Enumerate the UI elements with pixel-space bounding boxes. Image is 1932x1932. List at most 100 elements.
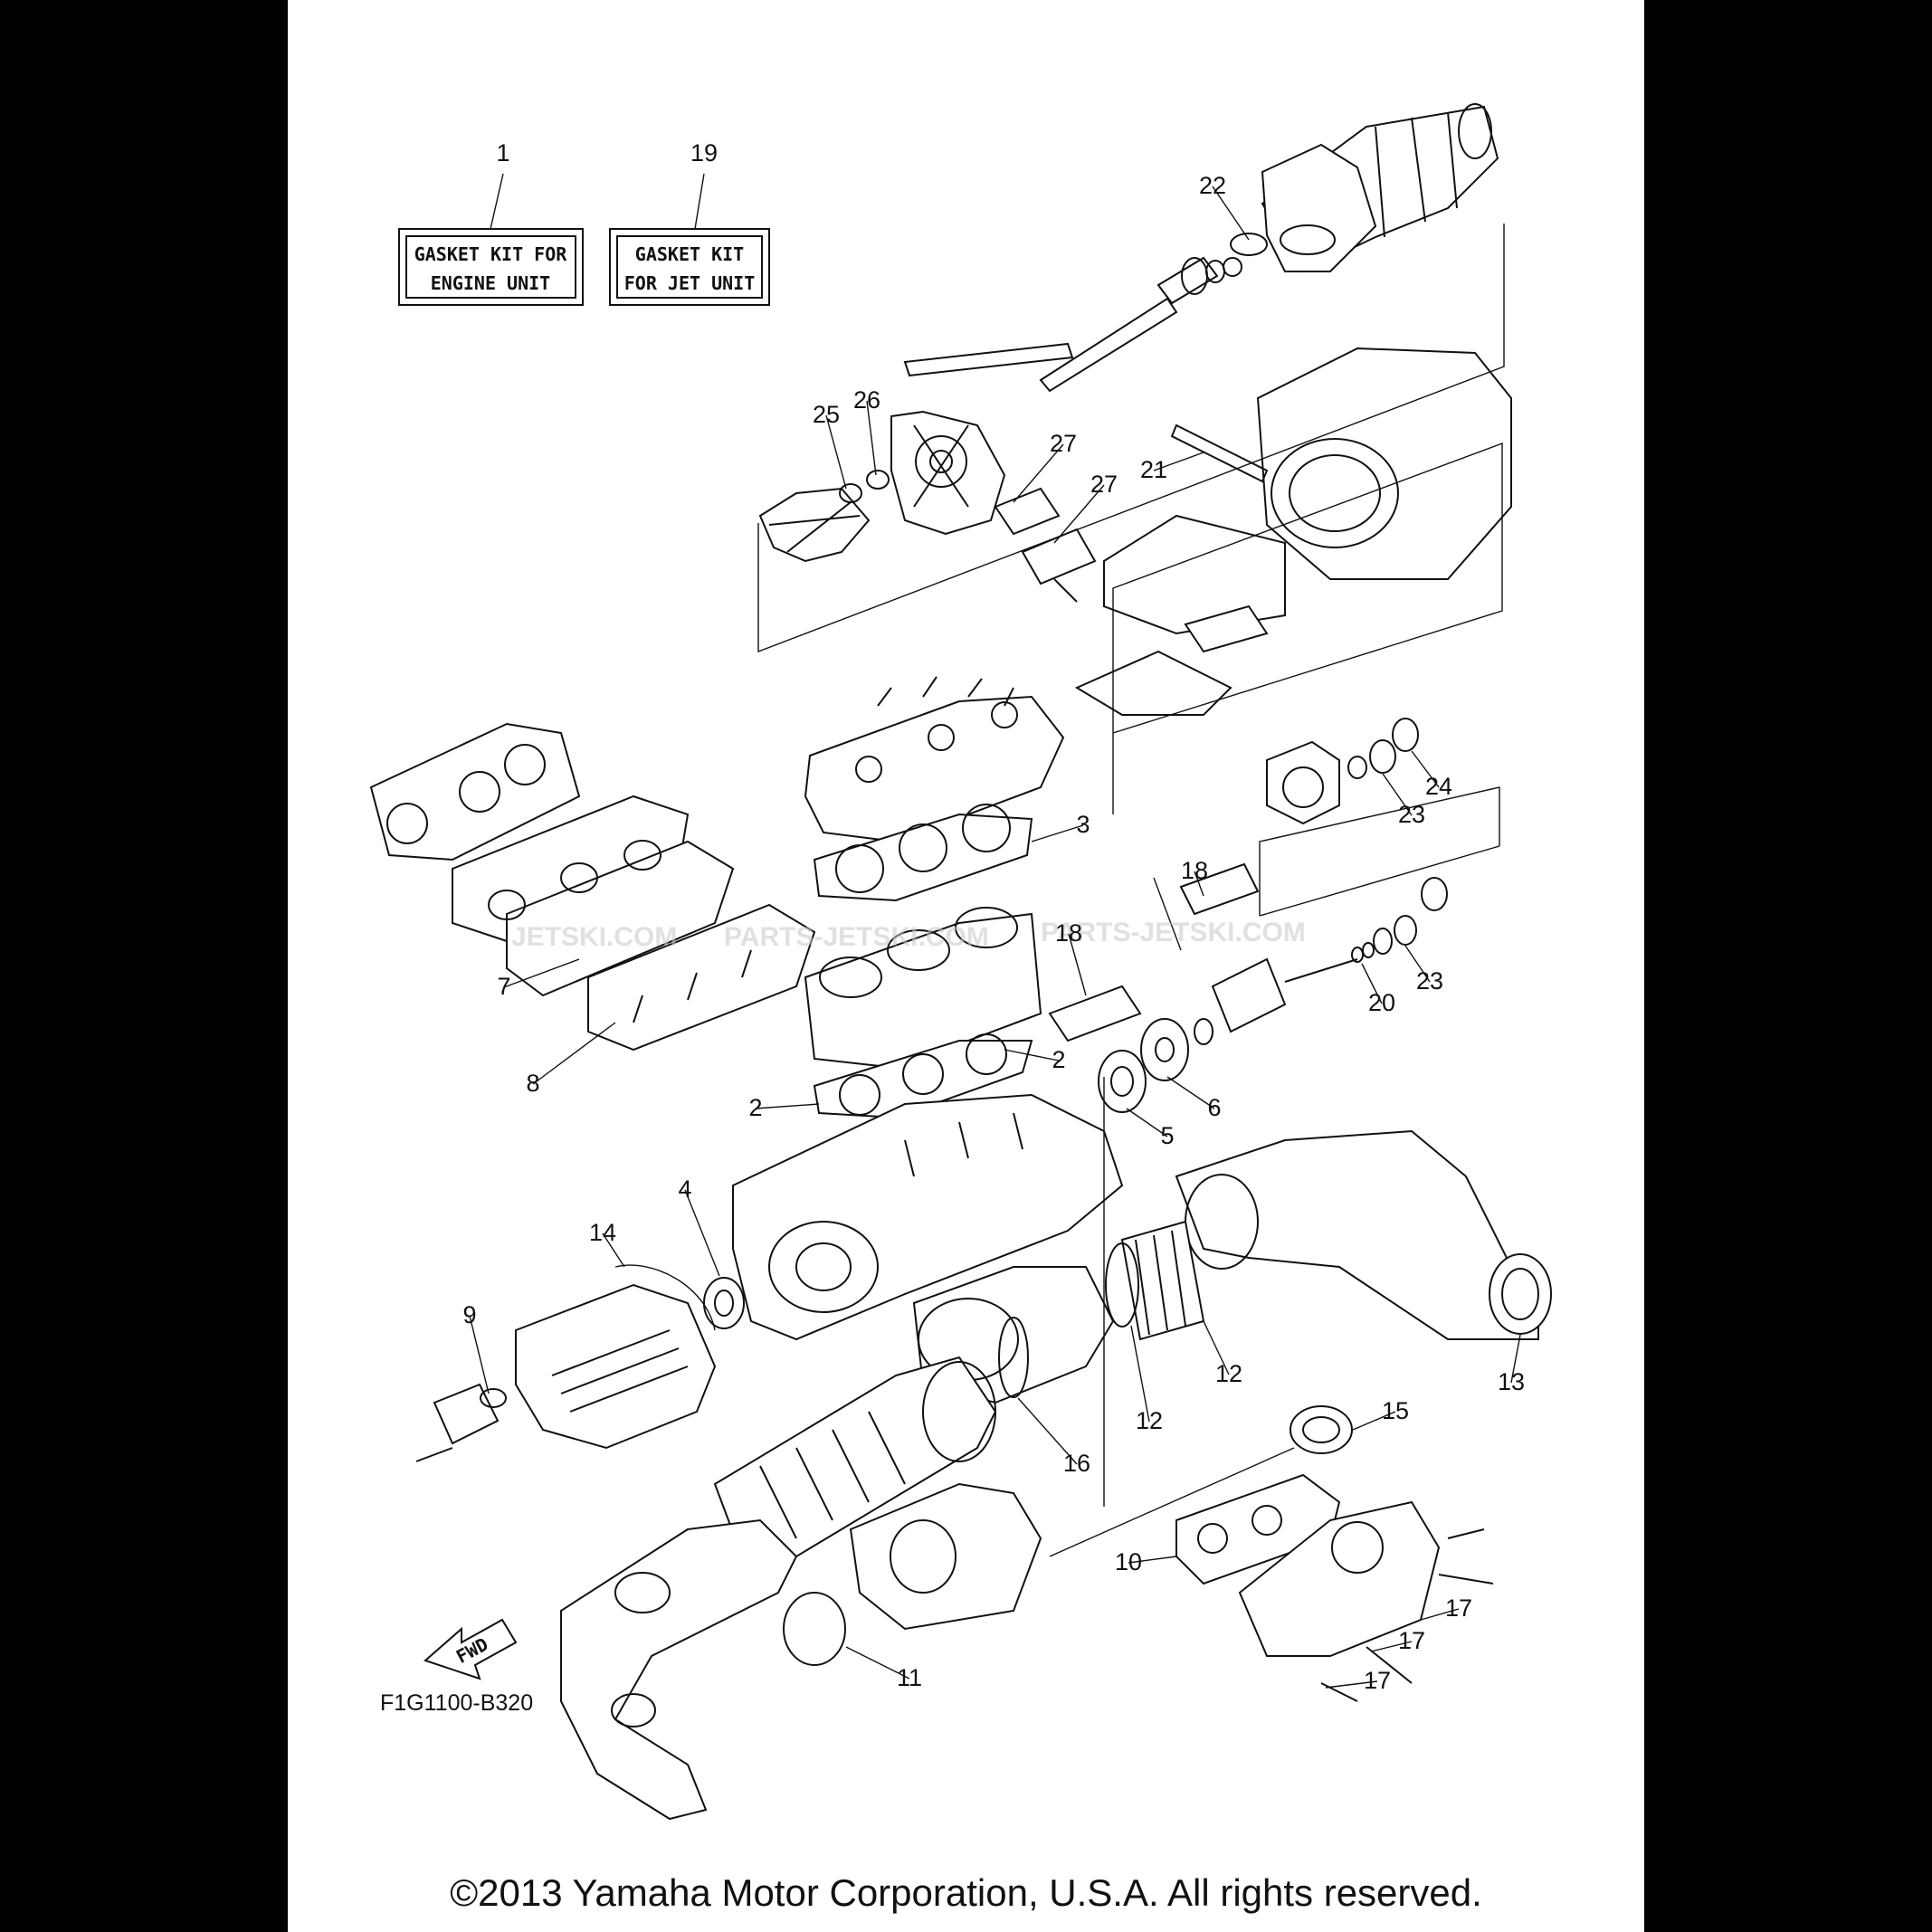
callout-25[interactable]: 25	[813, 401, 840, 428]
callout-26[interactable]: 26	[853, 386, 880, 414]
callout-17[interactable]: 17	[1364, 1667, 1391, 1694]
ring-6	[1140, 1018, 1189, 1081]
leader-line	[1325, 1680, 1378, 1689]
watermark-2: PARTS-JETSKI.COM	[724, 922, 989, 952]
callout-2[interactable]: 2	[748, 1094, 762, 1121]
leader-line	[1153, 452, 1204, 471]
kit-jet-line2: FOR JET UNIT	[624, 272, 756, 294]
callout-12[interactable]: 12	[1136, 1407, 1163, 1434]
callout-18[interactable]: 18	[1181, 857, 1208, 884]
callout-13[interactable]: 13	[1498, 1368, 1525, 1395]
callout-20[interactable]: 20	[1368, 989, 1395, 1016]
callout-14[interactable]: 14	[589, 1219, 616, 1246]
o-ring-22	[1230, 233, 1268, 256]
leader-line	[1510, 1334, 1521, 1384]
muffler	[560, 1518, 798, 1821]
callout-18[interactable]: 18	[1055, 919, 1082, 947]
callout-16[interactable]: 16	[1063, 1450, 1090, 1477]
figure-code: F1G1100-B320	[380, 1690, 533, 1716]
leader-line	[1126, 1108, 1168, 1137]
gasket-kit-jet-box[interactable]: GASKET KIT FOR JET UNIT	[609, 228, 770, 306]
callout-27[interactable]: 27	[1050, 430, 1077, 457]
watermark-1: JETSKI.COM	[511, 922, 677, 952]
callout-12[interactable]: 12	[1215, 1360, 1242, 1387]
leader-line	[1194, 871, 1204, 897]
intake-duct-21	[1170, 347, 1512, 580]
leader-line	[1203, 1320, 1230, 1375]
leader-line	[1013, 443, 1064, 503]
impeller-housing	[890, 410, 1006, 536]
leader-line	[1053, 484, 1105, 544]
callout-19[interactable]: 19	[690, 139, 718, 167]
callout-15[interactable]: 15	[1382, 1397, 1409, 1424]
leader-line	[1166, 1076, 1215, 1109]
leader-line	[1128, 1556, 1177, 1564]
leader-line	[1352, 1411, 1396, 1431]
callout-11[interactable]: 11	[897, 1664, 922, 1691]
bearing-23b	[1394, 915, 1417, 946]
carburetors	[369, 722, 581, 861]
fwd-arrow: FWD	[424, 1618, 518, 1680]
cylinder-base-gasket-2	[813, 1033, 1033, 1119]
leader-line	[845, 1646, 910, 1680]
callout-6[interactable]: 6	[1207, 1094, 1221, 1121]
callout-17[interactable]: 17	[1445, 1594, 1472, 1622]
callout-layer: 2225262727213181878225620232324414912121…	[462, 139, 1525, 1694]
callout-8[interactable]: 8	[526, 1070, 539, 1097]
callout-17[interactable]: 17	[1398, 1627, 1425, 1654]
callout-22[interactable]: 22	[1199, 172, 1226, 199]
gasket-11	[783, 1592, 846, 1666]
exhaust-chamber-long	[713, 1356, 997, 1557]
callout-10[interactable]: 10	[1115, 1548, 1142, 1575]
callout-23[interactable]: 23	[1416, 967, 1443, 995]
callout-27[interactable]: 27	[1090, 471, 1118, 498]
water-box	[849, 1482, 1042, 1631]
leader-line	[1130, 1325, 1150, 1423]
intake-manifold-7	[452, 795, 735, 997]
leader-line	[1370, 1641, 1413, 1652]
intake-grate-parts	[1074, 514, 1286, 716]
callout-4[interactable]: 4	[678, 1175, 691, 1203]
jet-housing	[1261, 143, 1377, 272]
gasket-kit-engine-box[interactable]: GASKET KIT FOR ENGINE UNIT	[398, 228, 584, 306]
leader-line	[1068, 933, 1087, 996]
magneto-cover	[515, 1283, 717, 1450]
callout-1[interactable]: 1	[496, 139, 509, 167]
cover-plates-27	[994, 487, 1097, 603]
leader-line	[1382, 773, 1413, 816]
bearing-housing	[1266, 740, 1340, 825]
leader-line	[1361, 963, 1383, 1004]
kit-engine-line1: GASKET KIT FOR	[414, 243, 568, 265]
leader-line	[1420, 1608, 1460, 1621]
callout-24[interactable]: 24	[1425, 773, 1452, 800]
callout-9[interactable]: 9	[462, 1301, 476, 1328]
gasket-15	[1290, 1405, 1353, 1454]
callout-3[interactable]: 3	[1076, 811, 1090, 838]
exhaust-chamber-upper	[1175, 1129, 1539, 1340]
leader-line	[469, 1315, 490, 1394]
callout-23[interactable]: 23	[1398, 801, 1425, 828]
bearing-23	[1369, 739, 1396, 774]
oil-seal-4	[703, 1277, 745, 1329]
oil-seal-5	[1098, 1050, 1147, 1113]
callout-7[interactable]: 7	[497, 973, 510, 1000]
ring-26	[866, 470, 890, 490]
bearing-lower	[1421, 877, 1448, 911]
leader-line	[1404, 945, 1431, 983]
gasket-16	[998, 1317, 1029, 1398]
exhaust-cover-18b	[1179, 862, 1260, 916]
bracket-9	[415, 1383, 507, 1462]
callout-21[interactable]: 21	[1140, 456, 1167, 483]
leader-line	[866, 400, 877, 476]
leader-line	[1212, 186, 1250, 241]
callout-5[interactable]: 5	[1160, 1122, 1174, 1149]
watermark-3: PARTS-JETSKI.COM	[1041, 918, 1306, 947]
oring-20b	[1362, 942, 1375, 958]
bearing-24	[1392, 718, 1419, 752]
callout-2[interactable]: 2	[1052, 1046, 1065, 1073]
leader-line	[532, 1022, 616, 1085]
kit-jet-line1: GASKET KIT	[635, 243, 744, 265]
crankcase	[732, 1093, 1124, 1341]
exhaust-cover-18a	[1048, 985, 1142, 1042]
